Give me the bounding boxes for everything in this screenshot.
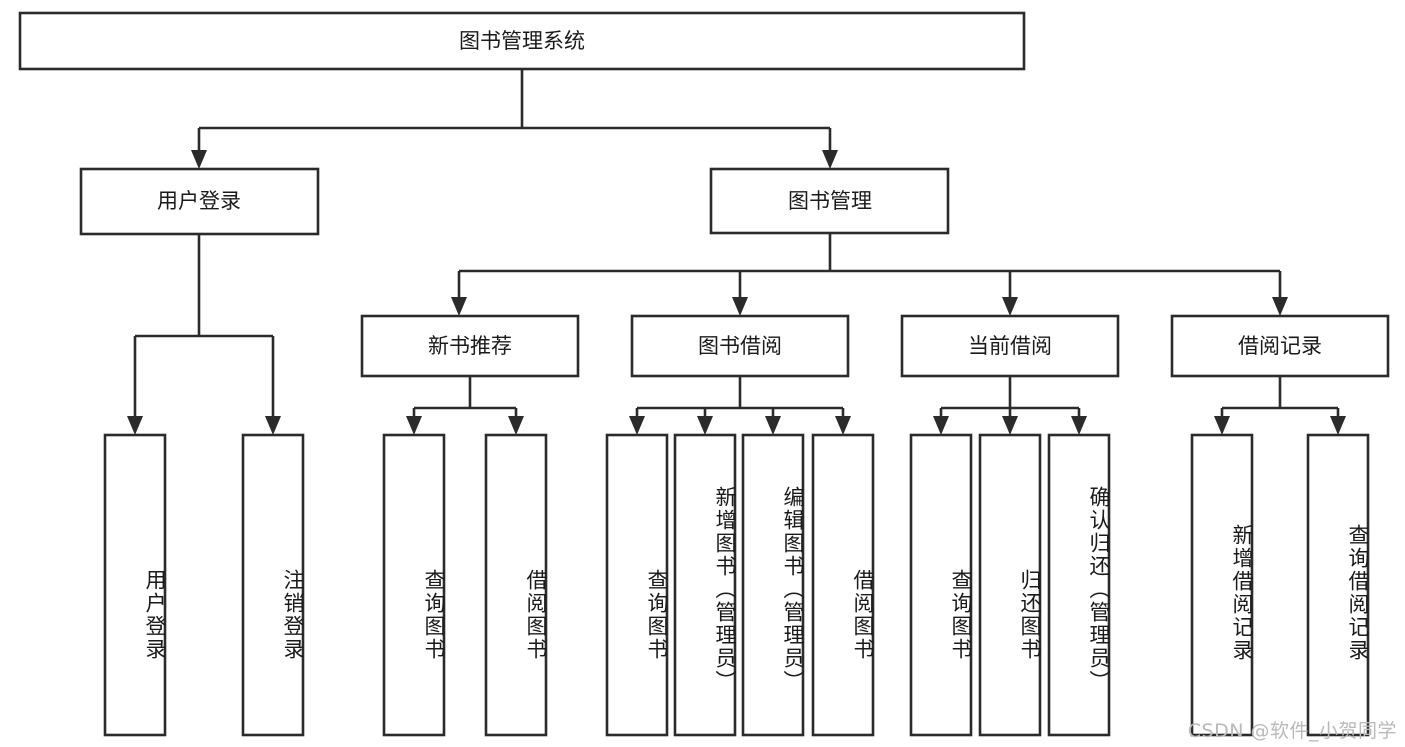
node-book-borrow[interactable]: 图书借阅: [630, 314, 850, 378]
connector-group-borrowbook-to-leaves: [629, 376, 851, 435]
node-borrow-record[interactable]: 借阅记录: [1170, 314, 1390, 378]
node-current-borrow[interactable]: 当前借阅: [900, 314, 1120, 378]
node-book-management[interactable]: 图书管理: [709, 167, 950, 235]
connector-group-newbook-to-leaves: [406, 376, 524, 435]
connector-group-record-to-leaves: [1214, 376, 1346, 435]
node-root-system[interactable]: 图书管理系统: [18, 11, 1026, 71]
connector-group-root-to-level2: [191, 69, 838, 169]
node-user-login-label: 用户登录: [157, 189, 241, 213]
connector-group-current-to-leaves: [933, 376, 1087, 435]
node-leaf-borrow-book-1[interactable]: [484, 433, 548, 737]
csdn-watermark: CSDN @软件_小贺同学: [1187, 720, 1397, 742]
node-book-management-label: 图书管理: [788, 189, 872, 213]
node-new-book-recommend-label: 新书推荐: [428, 334, 512, 358]
node-leaf-return-book[interactable]: [978, 433, 1042, 737]
node-leaf-confirm-return[interactable]: [1047, 433, 1111, 737]
node-leaf-add-record[interactable]: [1190, 433, 1254, 737]
node-leaf-query-record[interactable]: [1306, 433, 1370, 737]
node-user-login[interactable]: 用户登录: [79, 167, 320, 236]
node-leaf-user-login[interactable]: [103, 433, 167, 737]
node-leaf-query-book-2[interactable]: [605, 433, 669, 737]
node-leaf-add-book-admin[interactable]: [673, 433, 737, 737]
node-leaf-borrow-book-2[interactable]: [811, 433, 875, 737]
node-leaf-query-book-3[interactable]: [909, 433, 973, 737]
node-new-book-recommend[interactable]: 新书推荐: [360, 314, 580, 378]
connector-group-bookmgmt-to-level3: [451, 233, 1288, 316]
node-book-borrow-label: 图书借阅: [698, 334, 782, 358]
leaf-box-group: [103, 433, 1370, 737]
node-leaf-logout[interactable]: [241, 433, 305, 737]
node-leaf-query-book-1[interactable]: [382, 433, 446, 737]
connector-group-userlogin-to-leaves: [127, 234, 281, 435]
node-borrow-record-label: 借阅记录: [1238, 334, 1322, 358]
node-root-system-label: 图书管理系统: [459, 29, 585, 53]
node-leaf-edit-book-admin[interactable]: [741, 433, 805, 737]
node-current-borrow-label: 当前借阅: [968, 334, 1052, 358]
